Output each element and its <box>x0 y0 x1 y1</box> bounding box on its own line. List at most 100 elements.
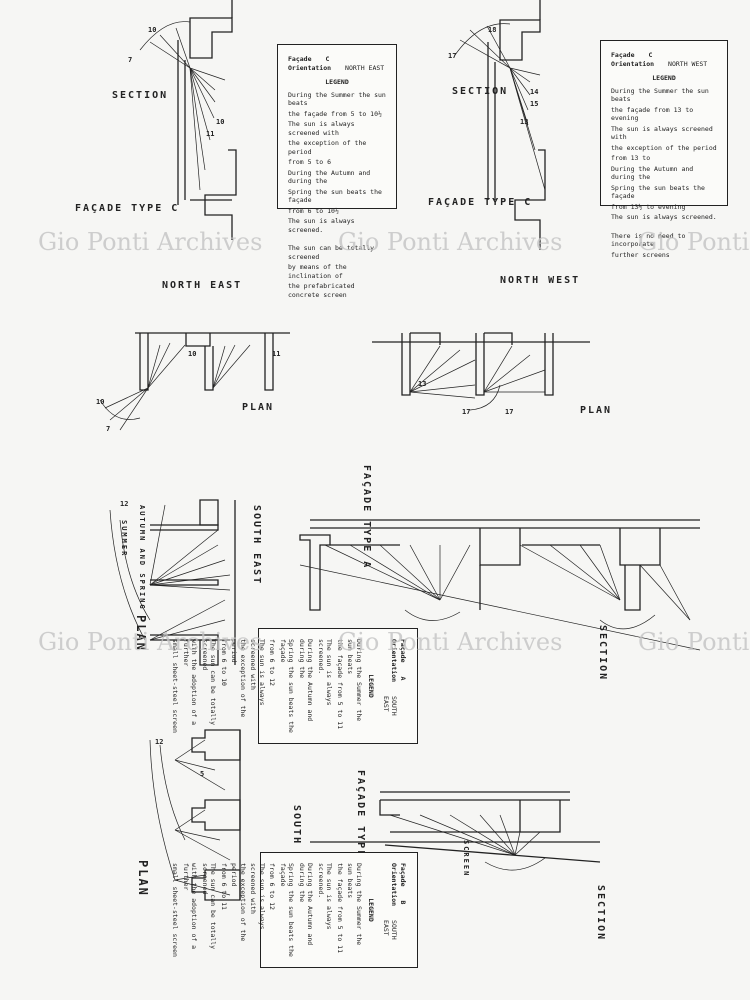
legend-line: The sun is always screened with <box>288 120 355 137</box>
legend-heading: LEGEND <box>325 78 349 86</box>
hour-mark: 17 <box>448 52 457 60</box>
legend-facade-value: C <box>648 51 653 59</box>
legend-line: The sun is always screened with <box>611 124 713 142</box>
legend-line: from 13½ to evening <box>611 202 686 211</box>
section-a-label: SECTION <box>597 625 608 682</box>
legend-line: the exception of the period <box>611 143 717 152</box>
section-nw-label: SECTION <box>452 86 509 97</box>
south-east-a-label: SOUTH EAST <box>251 505 262 586</box>
legend-facade-key: Façade <box>288 55 312 63</box>
legend-line: from 6 to 10½ <box>288 206 339 215</box>
plan-b-drawing <box>149 729 241 901</box>
hour-mark: 14 <box>530 88 539 96</box>
hour-mark: 17 <box>462 408 471 416</box>
facade-c-nw-label: FAÇADE TYPE C <box>428 197 533 208</box>
legend-line: small sheet-steel screen <box>171 863 180 957</box>
hour-mark: 10 <box>96 398 105 406</box>
hour-mark: 17 <box>505 408 514 416</box>
autumn-spring-arc-label: AUTUMN AND SPRING <box>138 505 146 611</box>
section-ne-drawing <box>139 0 237 240</box>
legend-orientation-value: SOUTH EAST <box>382 696 399 716</box>
plan-b-label: PLAN <box>136 860 150 897</box>
screen-label: SCREEN <box>462 840 470 878</box>
legend-facade-key: Façade <box>399 863 407 887</box>
section-b-drawing <box>310 791 601 871</box>
legend-orientation-key: Orientation <box>611 59 655 68</box>
legend-line: Spring the sun beats the façade <box>288 187 382 205</box>
orientation-ne-label: NORTH EAST <box>162 280 243 291</box>
legend-facade-value: B <box>399 900 407 905</box>
legend-line: The sun can be totally screened <box>201 863 218 950</box>
plan-nw-label: PLAN <box>580 405 613 416</box>
legend-facade-key: Façade <box>611 51 635 59</box>
legend-footer: There is no need to incorporate <box>611 231 686 249</box>
hour-mark: 10 <box>148 26 157 34</box>
legend-line: the exception of the period <box>230 863 248 942</box>
legend-orientation-value: NORTH EAST <box>345 63 385 72</box>
plan-ne-label: PLAN <box>242 402 275 413</box>
hour-mark: 7 <box>106 425 111 433</box>
hour-mark: 5 <box>200 770 205 778</box>
legend-line: The sun is always screened. <box>317 639 334 706</box>
legend-line: with the adoption of a further <box>182 863 199 950</box>
legend-line: The sun is always screened with <box>249 863 267 930</box>
legend-footer: The sun can be totally screened <box>288 244 375 261</box>
legend-line: from 6 to 11 <box>220 863 228 910</box>
legend-line: The sun is always screened. <box>288 217 355 234</box>
plan-a-drawing <box>109 499 236 666</box>
legend-line: The sun is always screened. <box>611 213 717 221</box>
legend-line: from 6 to 12 <box>268 639 277 686</box>
legend-line: the exception of the period <box>288 139 367 156</box>
section-nw-drawing <box>454 0 546 250</box>
legend-line: During the Summer the sun beats <box>346 863 364 946</box>
section-ne-label: SECTION <box>112 90 169 101</box>
legend-line: Spring the sun beats the façade <box>279 863 296 957</box>
hour-mark: 12 <box>155 738 164 746</box>
section-a-drawing <box>299 519 701 651</box>
hour-mark: 12 <box>120 500 129 508</box>
facade-c-ne-label: FAÇADE TYPE C <box>75 203 180 214</box>
hour-mark: 13 <box>520 118 529 126</box>
legend-heading: LEGEND <box>652 74 676 82</box>
plan-ne-drawing <box>99 332 290 431</box>
watermark: Gio Ponti Archives <box>338 628 563 656</box>
hour-mark: 7 <box>128 56 133 64</box>
legend-orientation-value: SOUTH EAST <box>382 920 399 940</box>
legend-line: Spring the sun beats the façade <box>279 639 296 733</box>
legend-facade-value: A <box>399 676 407 681</box>
legend-line: During the Autumn and during the <box>298 639 315 722</box>
legend-footer: the prefabricated concrete screen <box>288 282 355 299</box>
plan-nw-drawing <box>372 332 590 411</box>
section-b-label: SECTION <box>595 885 606 942</box>
watermark: Gio Ponti Archives <box>38 228 263 256</box>
legend-line: the façade from 13 to evening <box>611 105 694 123</box>
legend-footer: further screens <box>611 250 670 259</box>
legend-facade-value: C <box>325 55 330 63</box>
legend-line: the façade from 5 to 11 <box>336 863 344 954</box>
hour-mark: 10 <box>188 350 197 358</box>
hour-mark: 18 <box>488 26 497 34</box>
watermark: Gio Ponti Archives <box>38 628 263 656</box>
legend-line: During the Summer the sun beats <box>611 86 709 104</box>
hour-mark: 11 <box>206 130 215 138</box>
legend-orientation-value: NORTH WEST <box>668 59 708 68</box>
legend-line: During the Autumn and during the <box>288 168 371 186</box>
legend-line: During the Autumn and during the <box>298 863 315 946</box>
hour-mark: 11 <box>272 350 281 358</box>
hour-mark: 10 <box>216 118 225 126</box>
watermark: Gio Ponti Archives <box>638 228 750 256</box>
watermark: Gio Ponti Archives <box>638 628 750 656</box>
summer-arc-label: SUMMER <box>120 520 128 558</box>
facade-a-label: FAÇADE TYPE A <box>361 465 372 570</box>
legend-orientation-key: Orientation <box>390 863 399 907</box>
legend-line: Spring the sun beats the façade <box>611 183 705 201</box>
legend-footer: by means of the inclination of <box>288 263 347 280</box>
legend-line: from 5 to 6 <box>288 158 332 166</box>
legend-line: the façade from 5 to 10½ <box>288 109 382 118</box>
watermark: Gio Ponti Archives <box>338 228 563 256</box>
hour-mark: 15 <box>530 100 539 108</box>
